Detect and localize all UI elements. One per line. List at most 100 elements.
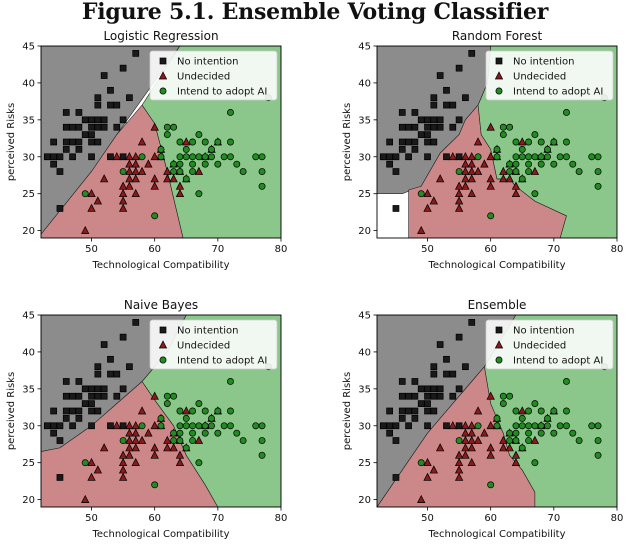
point-adopt [563, 407, 570, 415]
point-adopt [569, 160, 577, 168]
point-adopt [499, 400, 507, 408]
point-adopt [195, 131, 203, 139]
point-adopt [499, 123, 507, 131]
point-no-intention [392, 205, 400, 212]
point-no-intention [436, 123, 444, 131]
point-adopt [195, 190, 203, 198]
point-no-intention [62, 378, 70, 385]
point-no-intention [430, 123, 438, 131]
point-adopt [239, 168, 247, 175]
point-adopt [525, 422, 533, 430]
point-adopt [163, 392, 171, 400]
y-tick-label: 35 [22, 384, 35, 395]
point-adopt [525, 407, 533, 415]
point-no-intention [443, 86, 450, 94]
point-no-intention [69, 392, 76, 400]
point-no-intention [94, 392, 102, 400]
point-adopt [525, 168, 533, 175]
plot-frame [40, 45, 282, 239]
point-adopt [493, 153, 501, 161]
x-tick-label: 60 [484, 244, 497, 255]
point-no-intention [398, 146, 406, 153]
x-tick-label: 80 [275, 244, 288, 255]
point-no-intention [56, 168, 64, 175]
point-no-intention [411, 392, 419, 400]
point-undecided [499, 174, 508, 183]
point-adopt [258, 168, 266, 175]
point-undecided [417, 494, 426, 503]
point-undecided [144, 159, 153, 168]
point-adopt [214, 429, 222, 437]
point-no-intention [88, 400, 95, 407]
point-undecided [518, 137, 527, 146]
point-undecided [423, 457, 432, 467]
point-adopt [506, 392, 514, 400]
point-no-intention [100, 385, 108, 393]
point-no-intention [405, 123, 412, 131]
point-adopt [227, 422, 234, 430]
point-no-intention [81, 400, 89, 407]
point-undecided [429, 465, 439, 474]
point-undecided [137, 406, 147, 415]
point-adopt [195, 400, 203, 408]
point-no-intention [386, 153, 393, 161]
point-no-intention [50, 160, 57, 168]
legend-label: No intention [177, 326, 238, 337]
point-undecided [480, 159, 489, 168]
point-undecided [194, 166, 204, 175]
point-no-intention [50, 153, 57, 161]
point-adopt [189, 168, 197, 175]
point-no-intention [100, 341, 108, 348]
point-adopt [227, 138, 234, 146]
point-no-intention [392, 474, 400, 481]
legend-box [485, 50, 614, 101]
point-no-intention [50, 422, 57, 430]
point-adopt [201, 407, 209, 415]
point-adopt [214, 407, 222, 415]
point-no-intention [424, 422, 431, 430]
point-no-intention [69, 138, 76, 146]
point-undecided [486, 174, 495, 183]
point-undecided [473, 406, 483, 415]
point-adopt [176, 437, 184, 444]
point-adopt [163, 131, 171, 139]
point-adopt [506, 437, 514, 444]
point-undecided [511, 450, 521, 459]
point-adopt [182, 414, 190, 422]
point-adopt [208, 422, 215, 430]
point-no-intention [411, 146, 419, 153]
point-adopt [544, 414, 551, 422]
data-points [43, 50, 272, 234]
point-adopt [518, 145, 526, 153]
point-undecided [137, 435, 147, 444]
point-adopt [119, 168, 127, 175]
point-undecided [131, 188, 140, 198]
point-adopt [417, 190, 425, 198]
point-no-intention [398, 415, 406, 422]
point-no-intention [405, 422, 412, 430]
point-adopt [531, 459, 539, 467]
point-no-intention [88, 422, 95, 430]
legend-box [485, 319, 614, 370]
point-undecided [511, 457, 521, 467]
point-adopt [575, 437, 583, 444]
point-adopt [531, 131, 539, 139]
point-no-intention [62, 138, 70, 146]
legend-marker-undecided [494, 71, 504, 80]
legend-marker-adopt [159, 356, 167, 364]
point-undecided [112, 152, 121, 161]
legend-marker-no-intention [495, 326, 503, 334]
point-adopt [182, 145, 190, 153]
point-undecided [175, 450, 185, 459]
point-adopt [220, 422, 228, 430]
point-undecided [486, 443, 495, 452]
x-tick-label: 80 [611, 244, 624, 255]
legend-label: No intention [177, 57, 238, 68]
point-adopt [233, 429, 241, 437]
point-adopt [569, 429, 577, 437]
point-undecided [163, 174, 172, 183]
point-undecided [423, 203, 432, 212]
y-tick-label: 25 [358, 458, 371, 469]
point-adopt [550, 407, 558, 415]
point-no-intention [100, 72, 108, 79]
